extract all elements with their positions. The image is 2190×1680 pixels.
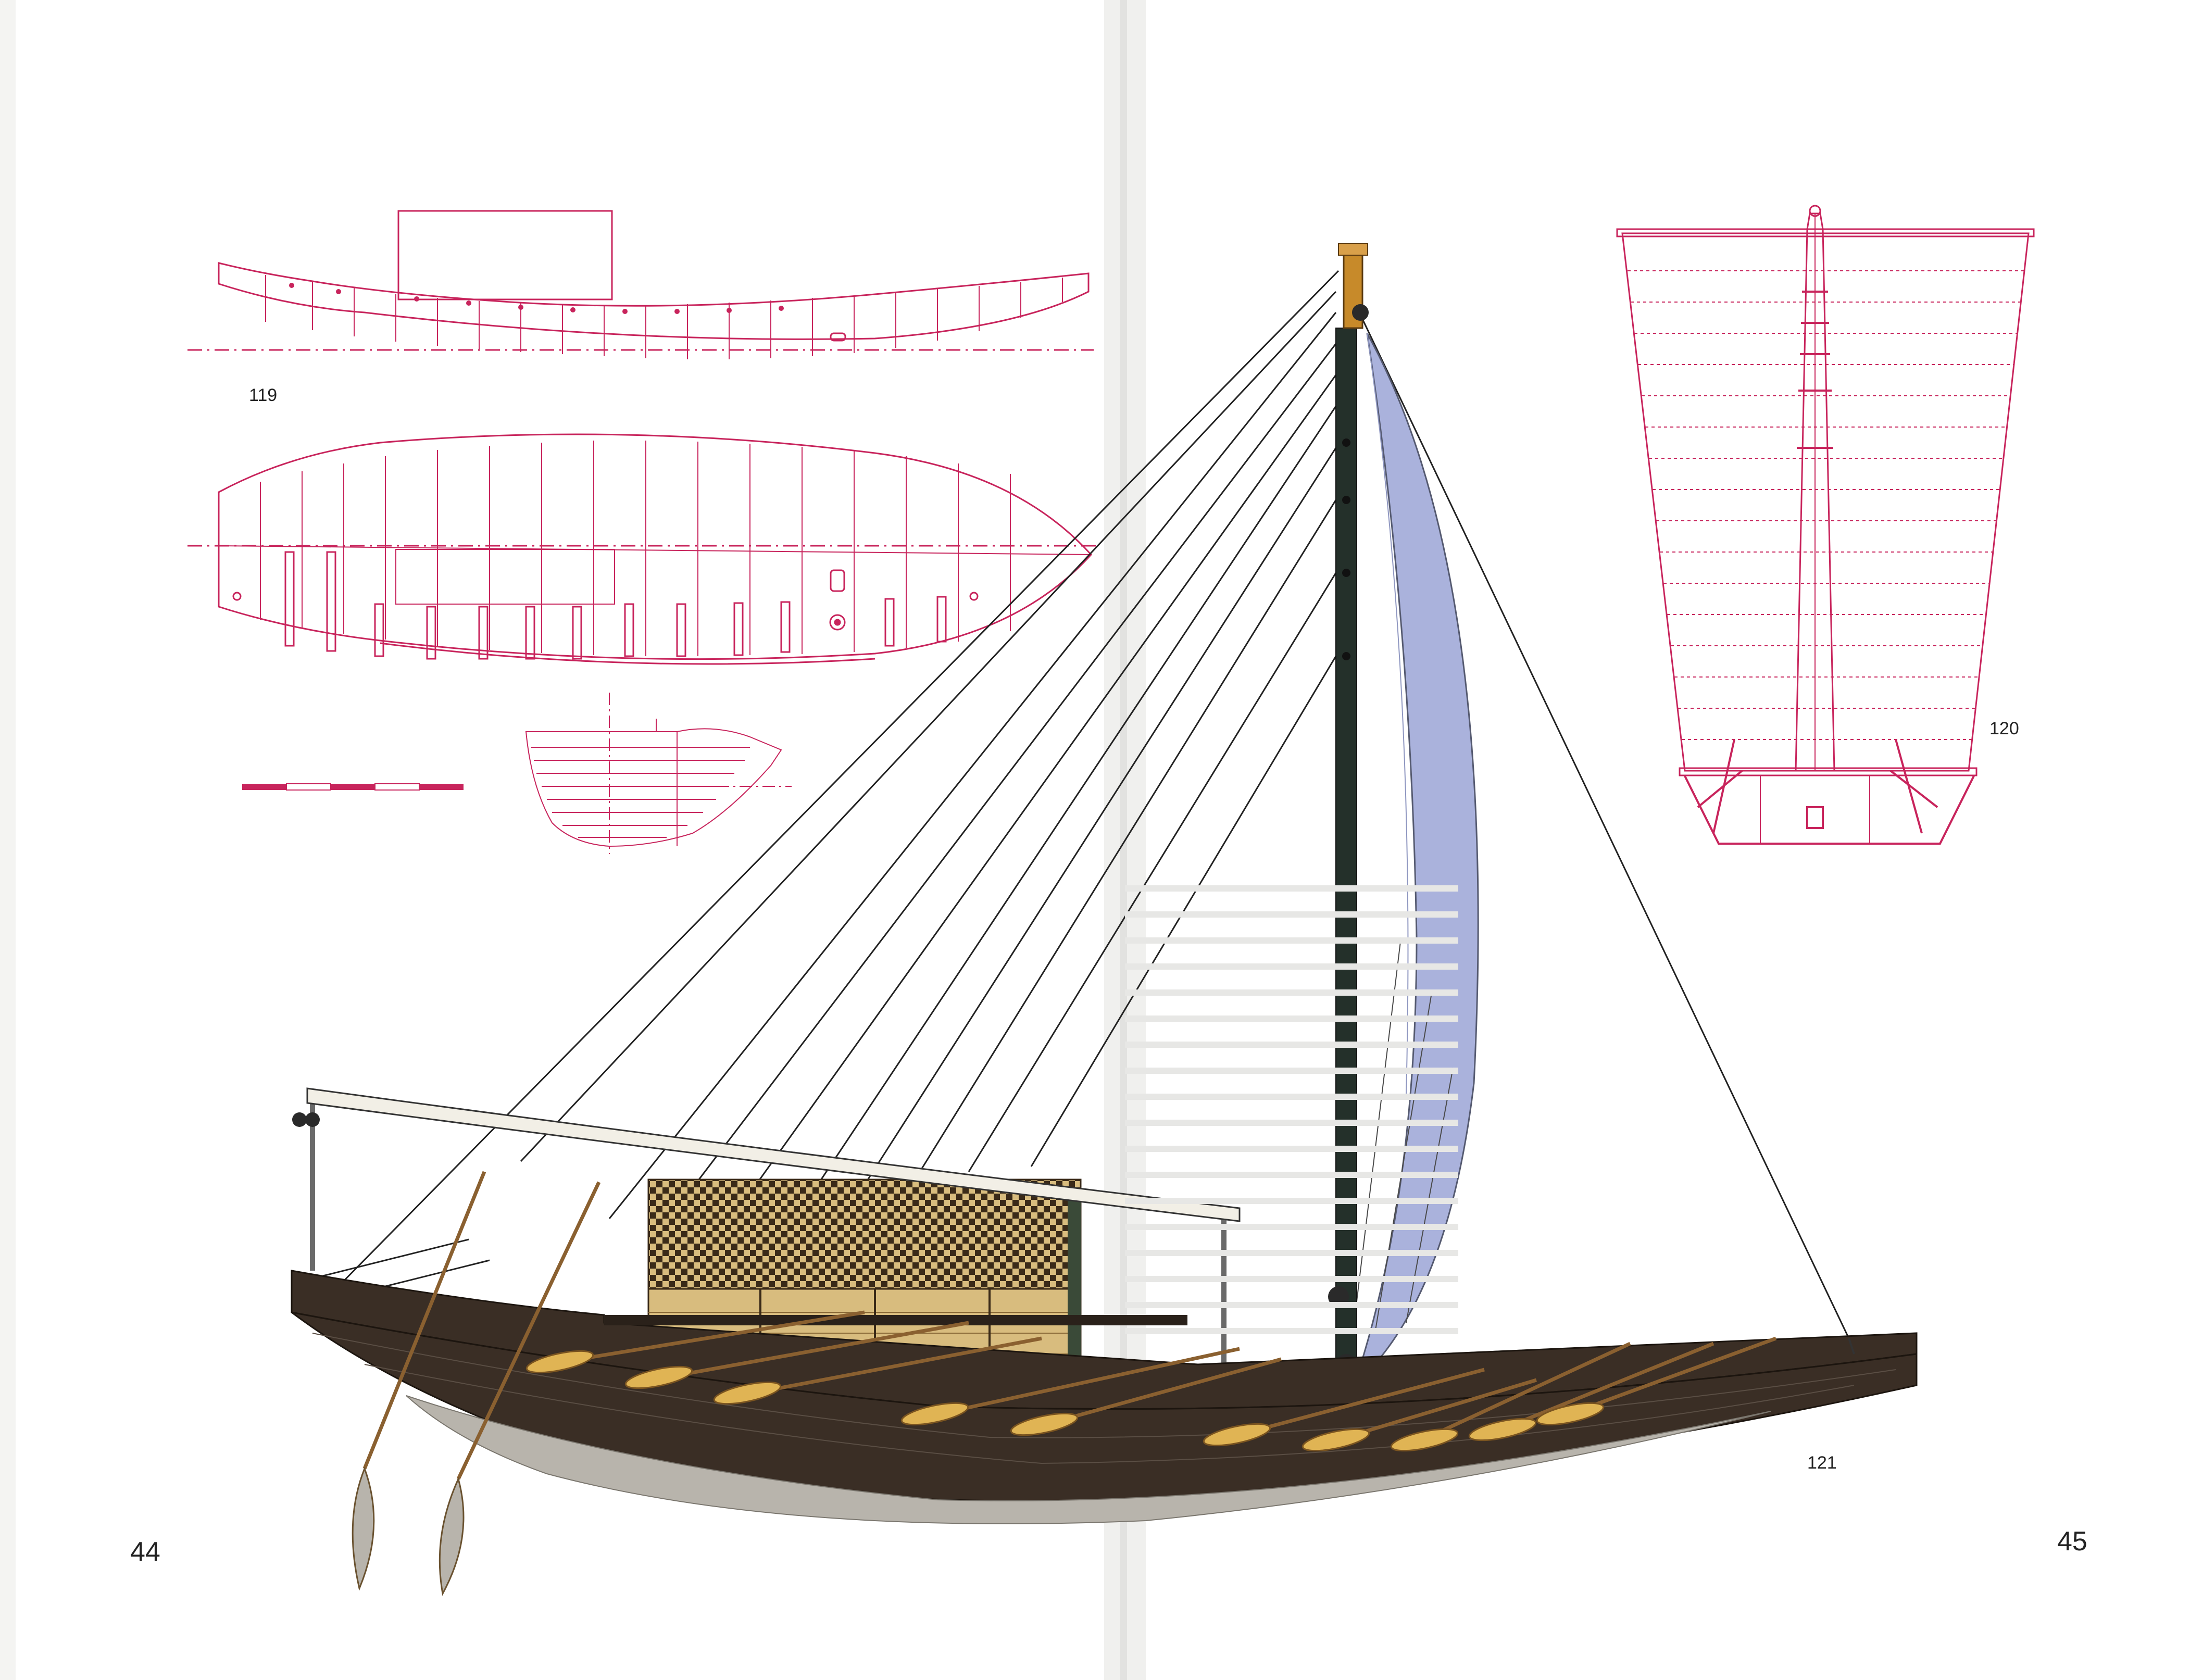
- sail-outline: [1621, 232, 2030, 772]
- figure-120-label: 120: [1989, 719, 2019, 738]
- sail-base-rigging: [1684, 739, 1975, 845]
- figure-120-sail-plan: [1616, 205, 2035, 845]
- right-page-number: 45: [2057, 1526, 2087, 1557]
- ship-oars: [352, 1171, 1855, 1596]
- figure-121-label: 121: [1807, 1453, 1837, 1473]
- hull-side-profile: [187, 210, 1094, 359]
- steering-oar-blades: [352, 1466, 465, 1596]
- left-page-number: 44: [130, 1537, 160, 1567]
- gutter-line: [1120, 0, 1127, 1680]
- figure-119-hull-lines: [187, 210, 1099, 854]
- sail-seams: [1628, 270, 2024, 740]
- ship-hull: [291, 1270, 1918, 1524]
- ship-mast: [1328, 243, 1369, 1375]
- hull-cross-section: [525, 693, 792, 854]
- show-through-text: [1125, 885, 1458, 1334]
- figure-119-label: 119: [249, 385, 278, 405]
- sail-yard: [1616, 228, 2035, 237]
- sail-boom: [1679, 767, 1978, 776]
- hull-plan-view: [187, 433, 1099, 665]
- ship-yard: [292, 1087, 1241, 1364]
- left-page-edge: [0, 0, 16, 1680]
- scale-bar: [242, 783, 464, 791]
- mast-drawing: [1795, 205, 1835, 772]
